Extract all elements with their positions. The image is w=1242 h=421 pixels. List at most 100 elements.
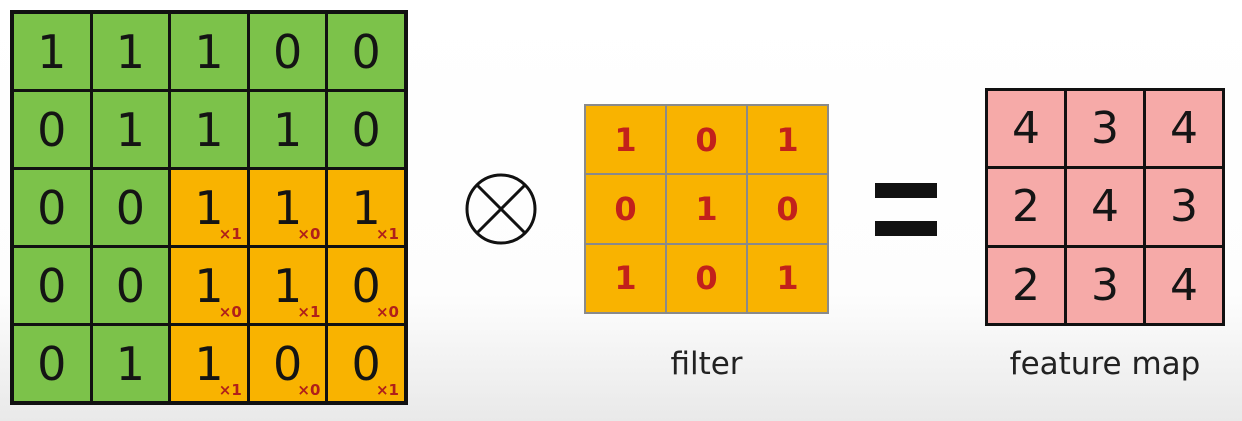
filter-cell-value: 0 <box>614 189 637 228</box>
feature-map-cell-r3c3: 4 <box>1146 247 1222 323</box>
input-cell-value: 1 <box>194 336 224 391</box>
input-cell-r4c4: 1×1 <box>249 248 326 323</box>
filter-weight-label: ×0 <box>297 225 321 243</box>
feature-map-cell-r2c1: 2 <box>988 169 1064 245</box>
input-cell-r4c2: 0 <box>92 248 169 323</box>
input-cell-r1c1: 1 <box>14 14 90 89</box>
input-cell-value: 1 <box>272 102 303 157</box>
filter-cell-r2c3: 0 <box>748 175 827 243</box>
filter-weight-label: ×1 <box>375 225 399 243</box>
filter-weight-label: ×1 <box>375 381 399 399</box>
filter-cell-r1c1: 1 <box>586 106 665 174</box>
input-cell-r5c5: 0×1 <box>328 326 404 401</box>
input-cell-value: 1 <box>194 24 224 79</box>
input-cell-value: 0 <box>351 336 381 391</box>
input-cell-value: 0 <box>37 180 67 235</box>
input-cell-r3c3: 1×1 <box>171 170 247 245</box>
input-cell-value: 1 <box>194 102 224 157</box>
filter-cell-r2c2: 1 <box>667 175 746 243</box>
input-cell-value: 0 <box>115 258 146 313</box>
input-cell-value: 0 <box>37 102 67 157</box>
feature-map-cell-r3c1: 2 <box>988 247 1064 323</box>
filter-cell-value: 0 <box>695 259 718 298</box>
feature-map-cell-value: 3 <box>1091 103 1119 155</box>
input-cell-value: 0 <box>115 180 146 235</box>
input-cell-r2c5: 0 <box>328 92 404 167</box>
input-cell-r2c1: 0 <box>14 92 90 167</box>
input-cell-r2c4: 1 <box>249 92 326 167</box>
feature-map-cell-value: 4 <box>1012 103 1040 155</box>
filter-cell-value: 1 <box>695 189 718 228</box>
input-cell-r4c3: 1×0 <box>171 248 247 323</box>
filter-cell-value: 0 <box>695 120 718 159</box>
input-cell-r1c4: 0 <box>249 14 326 89</box>
feature-map-caption: feature map <box>1009 346 1201 382</box>
filter-caption: filter <box>670 346 743 382</box>
filter-cell-r3c1: 1 <box>586 244 665 312</box>
input-cell-r2c2: 1 <box>92 92 169 167</box>
filter-cell-r2c1: 0 <box>586 175 665 243</box>
input-cell-value: 1 <box>194 180 224 235</box>
filter-matrix: 1 0 1 0 1 0 1 0 1 <box>584 104 829 314</box>
input-cell-value: 0 <box>351 258 381 313</box>
input-cell-r5c1: 0 <box>14 326 90 401</box>
input-cell-r5c4: 0×0 <box>249 326 326 401</box>
input-cell-r5c2: 1 <box>92 326 169 401</box>
feature-map-cell-r2c3: 3 <box>1146 169 1222 245</box>
filter-cell-value: 1 <box>614 120 637 159</box>
input-cell-value: 1 <box>115 336 146 391</box>
input-cell-r1c5: 0 <box>328 14 404 89</box>
input-cell-r3c2: 0 <box>92 170 169 245</box>
feature-map-cell-r1c3: 4 <box>1146 91 1222 167</box>
input-cell-value: 1 <box>115 24 146 79</box>
input-cell-r2c3: 1 <box>171 92 247 167</box>
input-cell-r3c1: 0 <box>14 170 90 245</box>
input-cell-r5c3: 1×1 <box>171 326 247 401</box>
filter-weight-label: ×1 <box>297 303 321 321</box>
feature-map-cell-r2c2: 4 <box>1067 169 1143 245</box>
input-cell-value: 0 <box>351 102 381 157</box>
filter-cell-value: 0 <box>776 189 799 228</box>
input-cell-value: 0 <box>272 24 303 79</box>
filter-cell-r1c2: 0 <box>667 106 746 174</box>
filter-cell-value: 1 <box>776 259 799 298</box>
input-cell-r1c2: 1 <box>92 14 169 89</box>
input-cell-value: 1 <box>272 258 303 313</box>
input-cell-value: 1 <box>272 180 303 235</box>
filter-weight-label: ×0 <box>297 381 321 399</box>
input-cell-value: 0 <box>37 258 67 313</box>
feature-map-cell-value: 3 <box>1170 181 1198 233</box>
input-cell-r3c5: 1×1 <box>328 170 404 245</box>
input-cell-value: 1 <box>115 102 146 157</box>
filter-weight-label: ×0 <box>218 303 242 321</box>
input-cell-r3c4: 1×0 <box>249 170 326 245</box>
input-cell-value: 0 <box>272 336 303 391</box>
feature-map-cell-value: 2 <box>1012 259 1040 311</box>
equals-icon <box>875 183 937 238</box>
input-cell-r4c1: 0 <box>14 248 90 323</box>
input-cell-value: 1 <box>351 180 381 235</box>
input-cell-r4c5: 0×0 <box>328 248 404 323</box>
feature-map-cell-value: 4 <box>1091 181 1119 233</box>
feature-map-cell-value: 4 <box>1170 103 1198 155</box>
filter-cell-value: 1 <box>776 120 799 159</box>
filter-weight-label: ×1 <box>218 225 242 243</box>
filter-cell-r3c3: 1 <box>748 244 827 312</box>
feature-map-cell-value: 3 <box>1091 259 1119 311</box>
filter-cell-value: 1 <box>614 259 637 298</box>
input-cell-value: 0 <box>351 24 381 79</box>
convolution-operator-icon <box>465 173 537 245</box>
filter-weight-label: ×0 <box>375 303 399 321</box>
filter-cell-r3c2: 0 <box>667 244 746 312</box>
feature-map-cell-r1c2: 3 <box>1067 91 1143 167</box>
filter-weight-label: ×1 <box>218 381 242 399</box>
input-cell-r1c3: 1 <box>171 14 247 89</box>
feature-map-cell-r1c1: 4 <box>988 91 1064 167</box>
input-cell-value: 0 <box>37 336 67 391</box>
feature-map-cell-r3c2: 3 <box>1067 247 1143 323</box>
feature-map-cell-value: 2 <box>1012 181 1040 233</box>
filter-cell-r1c3: 1 <box>748 106 827 174</box>
input-cell-value: 1 <box>194 258 224 313</box>
